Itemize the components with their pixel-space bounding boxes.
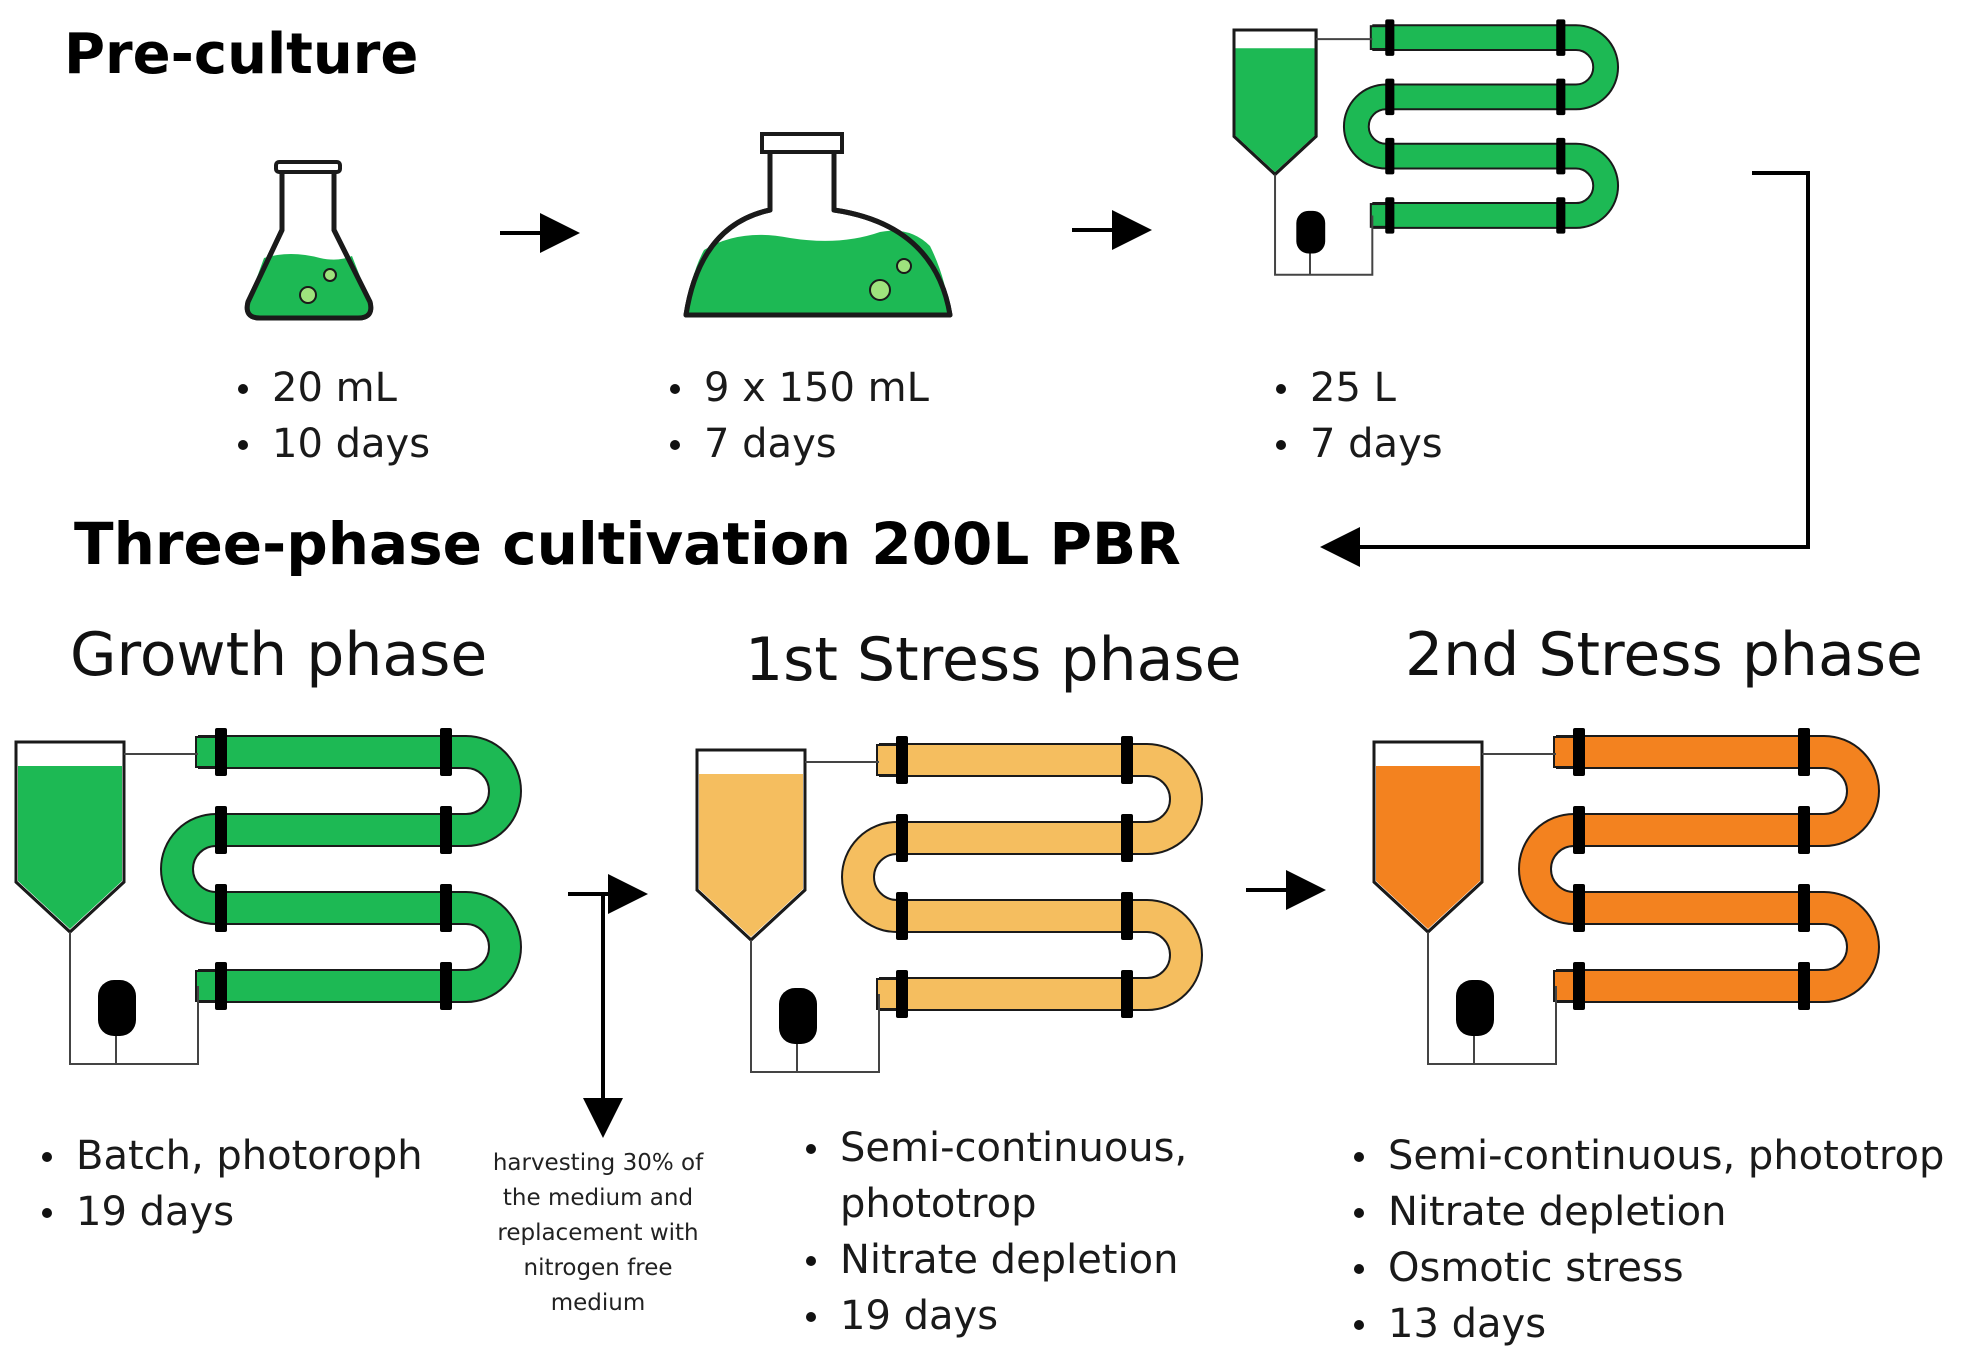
list-item: Nitrate depletion bbox=[800, 1232, 1187, 1288]
list-item: 19 days bbox=[36, 1184, 423, 1240]
harvest-note-line: the medium and bbox=[502, 1185, 694, 1211]
list-item: phototrop bbox=[840, 1181, 1037, 1227]
growth-phase-title: Growth phase bbox=[70, 620, 488, 690]
list-item: 7 days bbox=[664, 416, 929, 472]
stress1-phase-list: Semi-continuous, phototrop Nitrate deple… bbox=[800, 1120, 1187, 1344]
preculture-title: Pre-culture bbox=[64, 22, 419, 87]
list-item: Semi-continuous, bbox=[800, 1120, 1187, 1176]
preculture-stage3-list: 25 L 7 days bbox=[1270, 360, 1443, 472]
photobioreactor-icon bbox=[695, 736, 1203, 1073]
round-bottom-flask-icon bbox=[683, 132, 953, 318]
list-item: 19 days bbox=[800, 1288, 1187, 1344]
photobioreactor-icon bbox=[1372, 728, 1880, 1065]
connector-arrow bbox=[1320, 171, 1810, 567]
list-item: 20 mL bbox=[232, 360, 430, 416]
preculture-stage2-list: 9 x 150 mL 7 days bbox=[664, 360, 929, 472]
growth-phase-list: Batch, photoroph 19 days bbox=[36, 1128, 423, 1240]
stress2-phase-title: 2nd Stress phase bbox=[1405, 620, 1923, 690]
photobioreactor-icon bbox=[1232, 19, 1619, 276]
harvest-note-line: medium bbox=[550, 1290, 646, 1316]
harvest-note-line: replacement with bbox=[497, 1220, 699, 1246]
list-item: Semi-continuous, phototrop bbox=[1348, 1128, 1944, 1184]
harvest-note: harvesting 30% of the medium and replace… bbox=[470, 1146, 726, 1321]
stress1-phase-title: 1st Stress phase bbox=[745, 625, 1242, 695]
list-item: 13 days bbox=[1348, 1296, 1944, 1352]
stress2-phase-list: Semi-continuous, phototrop Nitrate deple… bbox=[1348, 1128, 1944, 1352]
preculture-stage1-list: 20 mL 10 days bbox=[232, 360, 430, 472]
list-item: 7 days bbox=[1270, 416, 1443, 472]
three-phase-title: Three-phase cultivation 200L PBR bbox=[74, 510, 1181, 578]
list-item: Osmotic stress bbox=[1348, 1240, 1944, 1296]
photobioreactor-icon bbox=[14, 728, 522, 1065]
list-item: Nitrate depletion bbox=[1348, 1184, 1944, 1240]
list-item: 10 days bbox=[232, 416, 430, 472]
harvest-note-line: nitrogen free bbox=[523, 1255, 673, 1281]
list-item: Batch, photoroph bbox=[36, 1128, 423, 1184]
erlenmeyer-flask-icon bbox=[244, 160, 374, 321]
harvest-note-line: harvesting 30% of bbox=[492, 1150, 704, 1176]
list-item: 9 x 150 mL bbox=[664, 360, 929, 416]
list-item: 25 L bbox=[1270, 360, 1443, 416]
